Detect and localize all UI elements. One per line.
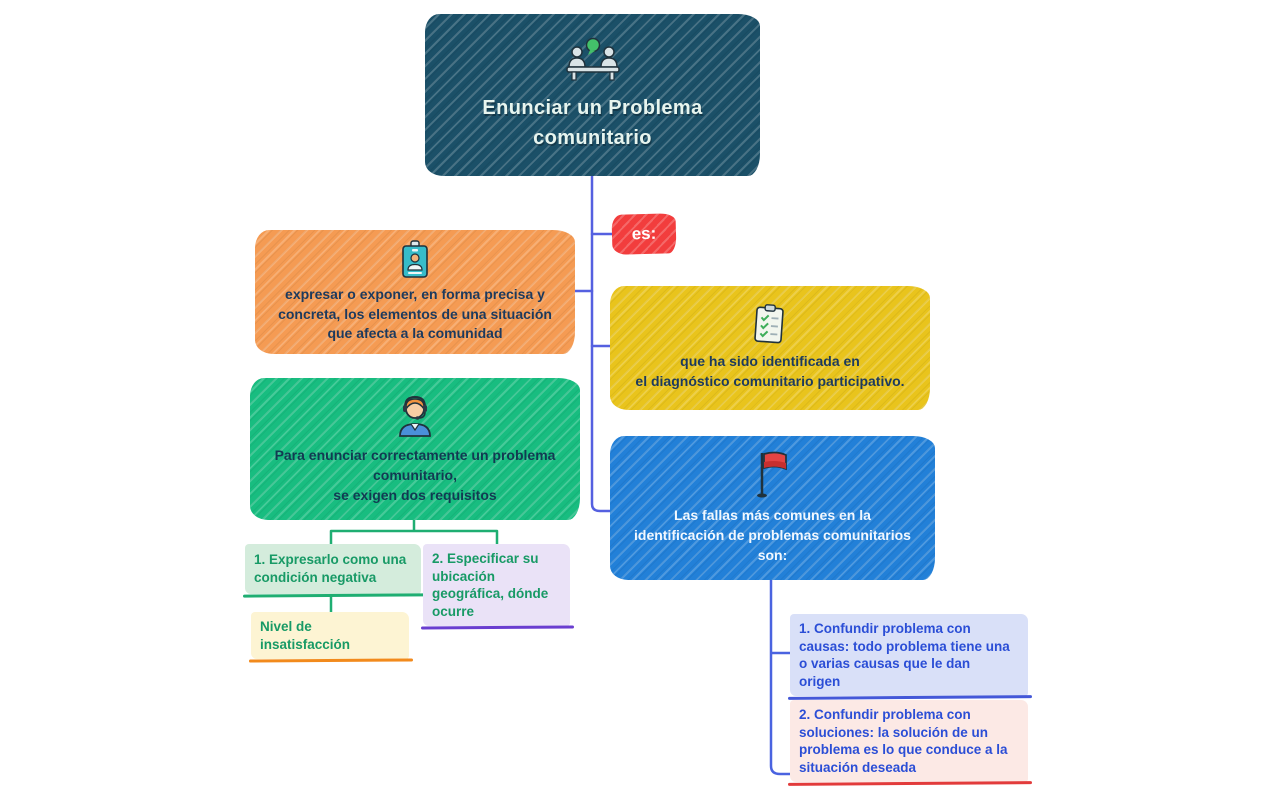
connector-faults-branches [769,578,792,776]
node-req1-sub-label: Nivel de insatisfacción [260,619,351,652]
checklist-icon [753,304,787,346]
node-definition[interactable]: expresar o exponer, en forma precisa y c… [255,230,575,354]
connector-requirements-branches [329,516,499,614]
node-root[interactable]: Enunciar un Problema comunitario [425,14,760,176]
node-req1[interactable]: 1. Expresarlo como una condición negativ… [245,544,421,594]
node-root-label: Enunciar un Problema comunitario [482,97,703,149]
node-req2[interactable]: 2. Especificar su ubicación geográfica, … [423,544,570,627]
node-requirements[interactable]: Para enunciar correctamente un problema … [250,378,580,520]
person-headset-icon [392,392,438,438]
node-fault2-label: 2. Confundir problema con soluciones: la… [799,707,1008,775]
node-fault2[interactable]: 2. Confundir problema con soluciones: la… [790,700,1028,783]
node-identified[interactable]: que ha sido identificada en el diagnósti… [610,286,930,410]
node-es-label: es: [631,223,657,244]
node-req2-label: 2. Especificar su ubicación geográfica, … [432,551,549,619]
node-identified-label: que ha sido identificada en el diagnósti… [635,353,905,389]
node-requirements-label: Para enunciar correctamente un problema … [274,447,556,503]
node-fault1-label: 1. Confundir problema con causas: todo p… [799,621,1010,689]
node-req1-label: 1. Expresarlo como una condición negativ… [254,552,407,585]
node-fault1[interactable]: 1. Confundir problema con causas: todo p… [790,614,1028,697]
flag-icon [753,450,793,500]
meeting-icon [564,37,622,81]
node-definition-label: expresar o exponer, en forma precisa y c… [278,285,552,342]
connector-root-trunk [590,174,612,513]
node-faults[interactable]: Las fallas más comunes en la identificac… [610,436,935,580]
node-req1-sub[interactable]: Nivel de insatisfacción [251,612,409,660]
node-es[interactable]: es: [611,213,677,255]
id-badge-icon [400,239,430,280]
node-faults-label: Las fallas más comunes en la identificac… [634,507,911,563]
